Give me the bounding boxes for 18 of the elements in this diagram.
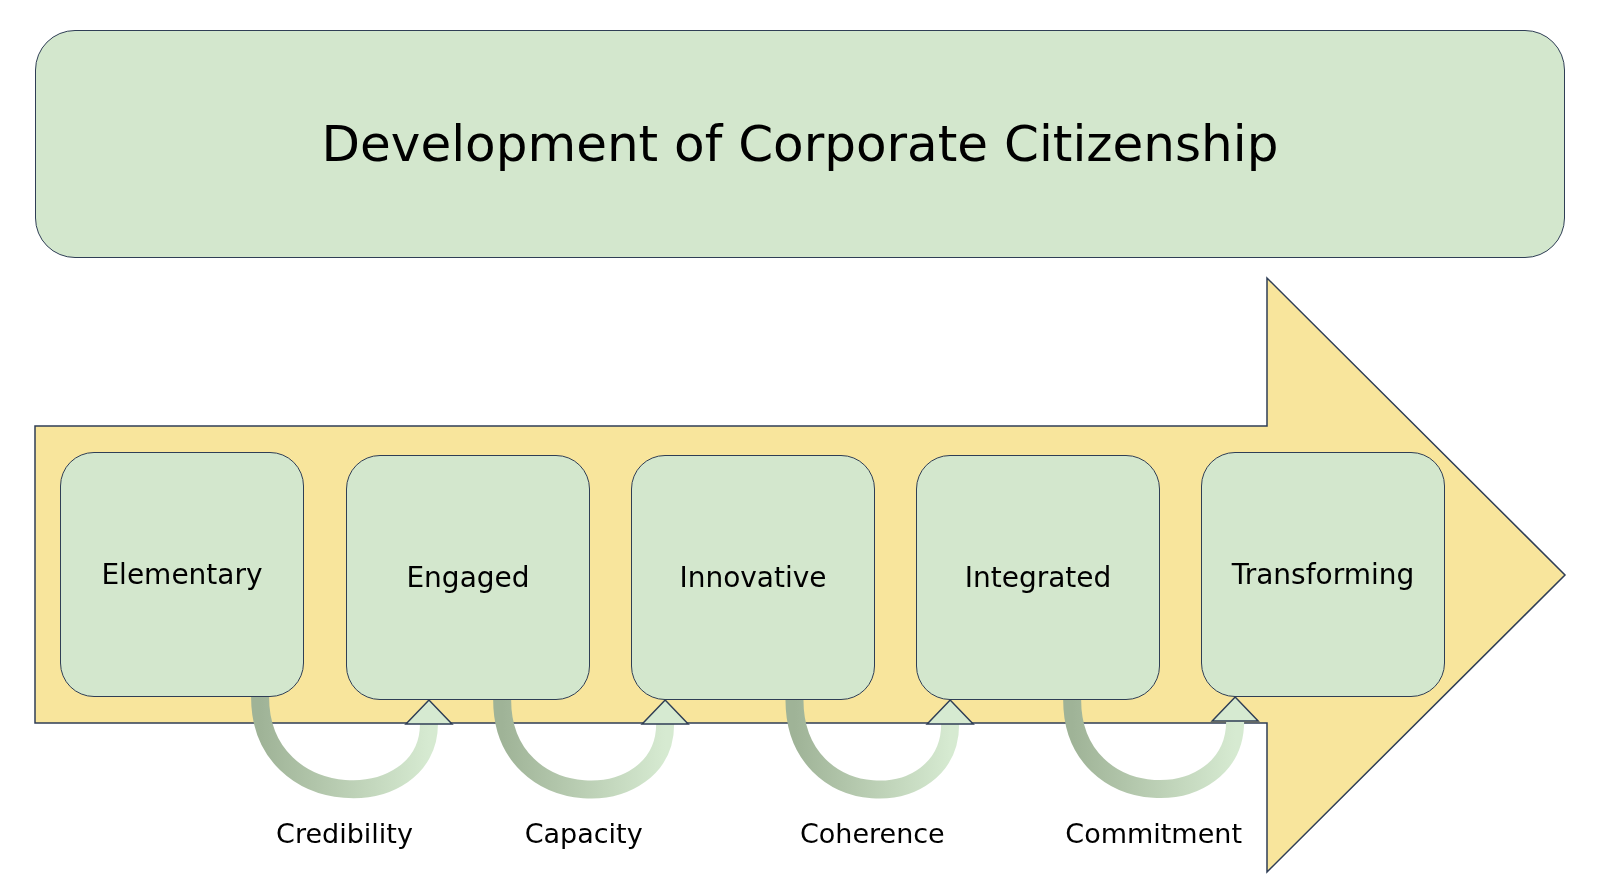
stage-label: Innovative <box>679 561 827 594</box>
stage-box <box>60 452 304 697</box>
edge-label: Capacity <box>523 818 644 849</box>
process-arrow-shape <box>35 278 1565 872</box>
banner-text: Development of Corporate Citizenship <box>321 115 1279 173</box>
curved-arrow <box>251 695 453 798</box>
stage-label: Elementary <box>101 558 263 591</box>
stage-box <box>916 455 1160 700</box>
stage-label: Transforming <box>1231 558 1415 591</box>
stage-box <box>346 455 590 700</box>
edge-label: Credibility <box>275 818 414 849</box>
stage-box <box>1201 452 1445 697</box>
stage-box <box>631 455 875 700</box>
stage-label: Engaged <box>406 561 530 594</box>
edge-label: Coherence <box>798 818 946 849</box>
title-banner <box>35 30 1565 258</box>
edge-label: Commitment <box>1064 818 1243 849</box>
stage-label: Integrated <box>964 561 1112 594</box>
